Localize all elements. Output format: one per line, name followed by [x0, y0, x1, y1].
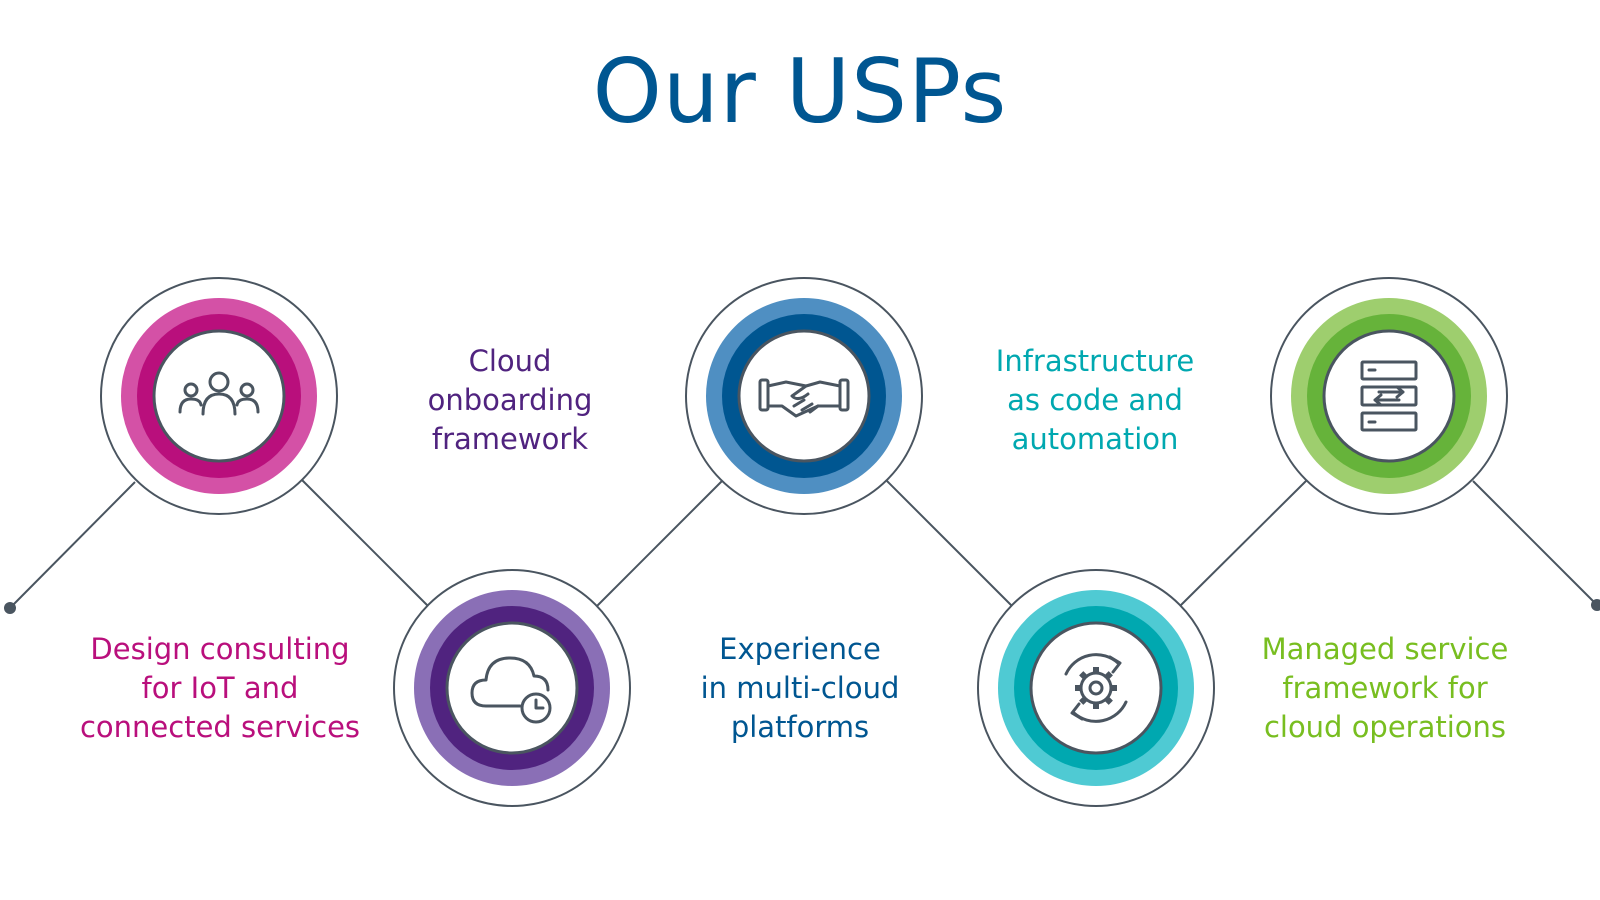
server-unit [1360, 411, 1418, 432]
node-center [1029, 621, 1163, 755]
gear-teeth [1075, 667, 1117, 709]
node-center [1322, 329, 1456, 463]
node-center [152, 329, 286, 463]
usp-node-1 [100, 277, 338, 515]
usp-caption-design-consulting: Design consulting for IoT and connected … [40, 630, 400, 747]
sync-arrow [1070, 702, 1084, 721]
caption-line: Infrastructure [995, 344, 1195, 378]
usp-node-2 [393, 569, 631, 807]
server-exchange-icon [1360, 360, 1418, 432]
caption-line: connected services [79, 710, 361, 744]
caption-line: onboarding [427, 383, 593, 417]
connector-endpoint-dot [1591, 599, 1600, 611]
thumb [790, 384, 810, 401]
exchange-arrow-right [1377, 385, 1405, 399]
person-head [183, 382, 199, 398]
connector-line [595, 480, 723, 608]
person-head [239, 382, 255, 398]
caption-line: cloud operations [1263, 710, 1507, 744]
usp-node-4 [977, 569, 1215, 807]
fingers [792, 398, 820, 414]
usp-caption-infrastructure-as-code: Infrastructure as code and automation [930, 342, 1260, 459]
caption-line: framework for [1282, 671, 1488, 705]
caption-line: for IoT and [141, 671, 299, 705]
caption-line: Design consulting [90, 632, 350, 666]
connector-endpoint-dot [4, 602, 16, 614]
caption-line: platforms [730, 710, 870, 744]
person-body [178, 397, 203, 414]
clock-face [520, 692, 552, 724]
cloud-outline [470, 656, 550, 708]
cuff-right [838, 378, 850, 412]
caption-line: Experience [719, 632, 881, 666]
usp-node-5 [1270, 277, 1508, 515]
server-unit [1360, 385, 1418, 407]
sync-arrow [1108, 655, 1122, 674]
arm-bottom [766, 404, 842, 418]
usp-node-3 [685, 277, 923, 515]
clock-hands [534, 698, 545, 710]
caption-line: Cloud [468, 344, 552, 378]
caption-line: framework [431, 422, 589, 456]
caption-line: as code and [1007, 383, 1183, 417]
usp-caption-cloud-onboarding: Cloud onboarding framework [350, 342, 670, 459]
gear-body [1079, 671, 1113, 705]
caption-line: in multi-cloud [700, 671, 900, 705]
connector-line [1472, 480, 1598, 606]
gear-hub [1088, 680, 1104, 696]
handshake-icon [758, 378, 850, 418]
usp-caption-managed-service: Managed service framework for cloud oper… [1205, 630, 1565, 747]
connector-line [1178, 480, 1307, 608]
connector-line [301, 479, 429, 607]
connector-line [886, 480, 1014, 608]
connector-line [9, 481, 136, 609]
person-body [235, 397, 260, 414]
gear-sync-icon [1064, 653, 1128, 723]
people-group-icon [178, 371, 260, 416]
person-head [208, 371, 230, 393]
cuff-left [758, 378, 770, 412]
usp-caption-multi-cloud: Experience in multi-cloud platforms [640, 630, 960, 747]
page-title: Our USPs [592, 40, 1008, 143]
exchange-arrow-left [1373, 393, 1401, 407]
caption-line: Managed service [1261, 632, 1509, 666]
server-unit [1360, 360, 1418, 381]
node-center [445, 621, 579, 755]
server-leds [1367, 368, 1377, 424]
caption-line: automation [1011, 422, 1179, 456]
person-body [201, 392, 237, 416]
cloud-clock-icon [470, 656, 552, 724]
